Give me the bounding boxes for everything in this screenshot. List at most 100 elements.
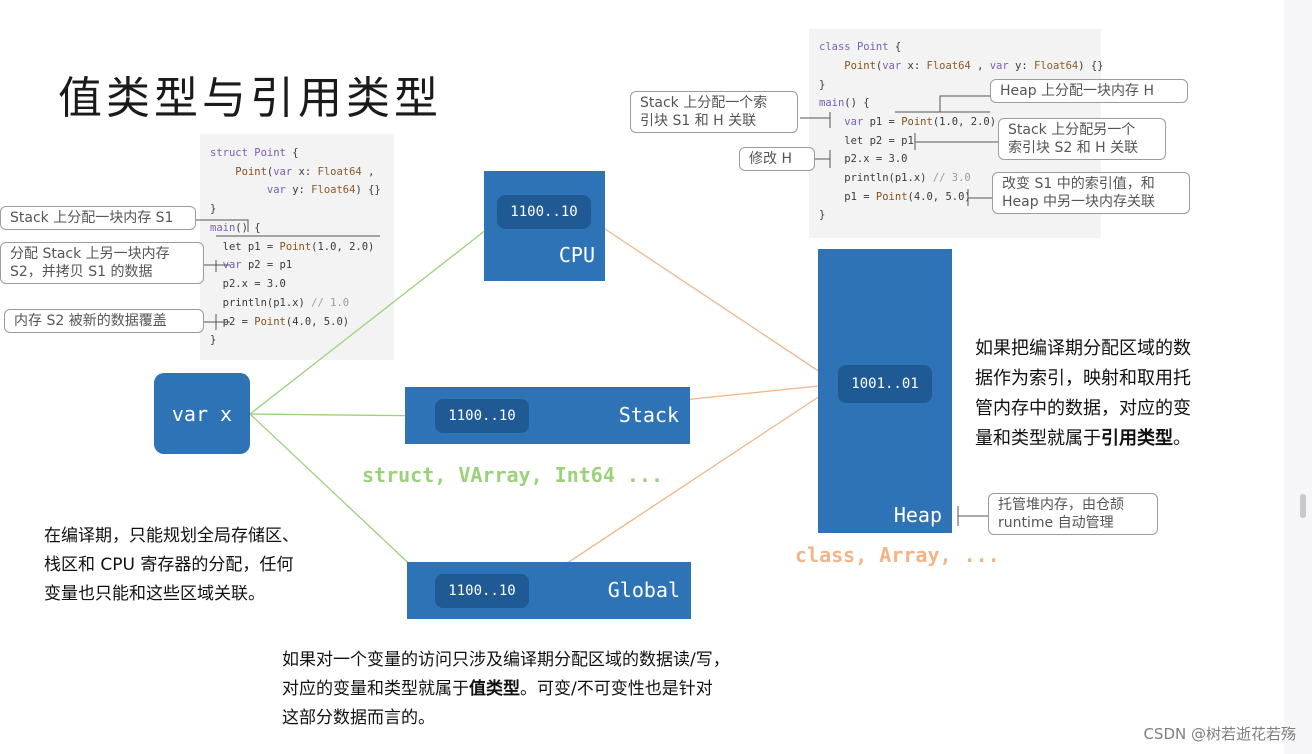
code-token: Point: [844, 60, 876, 72]
code-line: main() {: [819, 96, 870, 110]
code-token: y:: [1008, 60, 1034, 72]
note-text: 对应的变量和类型就属于: [282, 679, 469, 699]
code-token: }: [210, 203, 217, 215]
vertical-scrollbar[interactable]: [1284, 0, 1312, 754]
callout-modify-h: 修改 H: [739, 147, 815, 171]
callout-stack-s1: Stack 上分配一块内存 S1: [0, 206, 196, 230]
reference-type-term: 引用类型: [1101, 428, 1173, 449]
page-title: 值类型与引用类型: [58, 73, 442, 124]
code-line: let p2 = p1: [819, 134, 914, 148]
note-line: 在编译期，只能规划全局存储区、: [44, 526, 299, 546]
code-token: main: [210, 222, 236, 234]
code-token: p2 = p1: [241, 259, 293, 271]
stack-region: 1100..10 Stack: [405, 387, 690, 444]
global-region: 1100..10 Global: [407, 562, 691, 619]
note-line: 据作为索引，映射和取用托: [975, 368, 1191, 389]
callout-line: 引块 S1 和 H 关联: [640, 113, 757, 129]
code-token: p2.x = 3.0: [819, 153, 908, 165]
callout-managed-heap: 托管堆内存，由仓颉 runtime 自动管理: [988, 493, 1158, 535]
callout-line: Stack 上分配另一个: [1008, 122, 1136, 138]
code-line: main() {: [210, 221, 261, 235]
note-line: 如果把编译期分配区域的数: [975, 338, 1191, 359]
code-token: [819, 116, 844, 128]
watermark: CSDN @树若逝花若殇: [1143, 725, 1296, 743]
code-token: let p2 = p1: [819, 135, 914, 147]
code-line: var p1 = Point(1.0, 2.0): [819, 115, 996, 129]
stack-label: Stack: [618, 403, 679, 427]
code-line: println(p1.x) // 3.0: [819, 171, 971, 185]
code-line: class Point {: [819, 40, 901, 54]
code-token: var: [266, 184, 286, 196]
code-token: Point: [856, 41, 889, 53]
callout-line: runtime 自动管理: [998, 515, 1114, 531]
reference-type-note: 如果把编译期分配区域的数 据作为索引，映射和取用托 管内存中的数据，对应的变 量…: [975, 334, 1191, 454]
code-token: (: [875, 60, 883, 72]
callout-line: 改变 S1 中的索引值，和: [1002, 176, 1155, 192]
code-token: // 1.0: [311, 297, 350, 309]
callout-line: 分配 Stack 上另一块内存: [10, 246, 170, 262]
code-token: var: [989, 60, 1009, 72]
code-token: [210, 259, 223, 271]
heap-address: 1001..01: [838, 365, 932, 403]
callout-heap-h: Heap 上分配一块内存 H: [990, 79, 1188, 103]
code-token: var: [844, 116, 864, 128]
callout-stack-s1-ref: Stack 上分配一个索 引块 S1 和 H 关联: [630, 91, 798, 133]
cpu-label: CPU: [558, 243, 595, 267]
code-token: Point: [279, 241, 312, 253]
note-text: 量和类型就属于: [975, 428, 1101, 449]
code-token: }: [819, 79, 826, 91]
code-line: Point(var x: Float64 ,: [210, 165, 374, 179]
code-line: }: [819, 208, 825, 222]
code-token: class: [819, 41, 857, 53]
code-token: p1 =: [863, 116, 902, 128]
code-token: }: [210, 334, 217, 346]
callout-s2-overwrite: 内存 S2 被新的数据覆盖: [4, 309, 204, 333]
heap-label: Heap: [893, 503, 942, 527]
note-text: 。: [1173, 428, 1191, 449]
code-line: }: [210, 202, 216, 216]
reference-type-examples: class, Array, ...: [795, 543, 1000, 567]
code-line: var y: Float64) {}: [210, 183, 381, 197]
code-token: p1 =: [819, 191, 876, 203]
note-line: 栈区和 CPU 寄存器的分配，任何: [44, 555, 294, 575]
code-token: (1.0, 2.0): [932, 116, 997, 128]
value-type-term: 值类型: [469, 679, 520, 699]
cpu-address: 1100..10: [497, 195, 591, 229]
global-label: Global: [607, 578, 680, 602]
code-token: let p1 =: [210, 241, 280, 253]
code-token: () {: [235, 222, 261, 234]
callout-line: S2，并拷贝 S1 的数据: [10, 264, 153, 280]
code-token: // 3.0: [932, 172, 971, 184]
code-line: let p1 = Point(1.0, 2.0): [210, 240, 375, 254]
scrollbar-thumb[interactable]: [1300, 494, 1306, 518]
code-line: println(p1.x) // 1.0: [210, 296, 349, 310]
callout-s1-rebind: 改变 S1 中的索引值，和 Heap 中另一块内存关联: [992, 172, 1190, 214]
code-token: ,: [970, 60, 990, 72]
note-line: 管内存中的数据，对应的变: [975, 398, 1191, 419]
callout-line: Heap 中另一块内存关联: [1002, 194, 1156, 210]
code-token: (: [266, 166, 274, 178]
code-token: var: [222, 259, 242, 271]
code-line: Point(var x: Float64 , var y: Float64) {…: [819, 59, 1103, 73]
cpu-region: 1100..10 CPU: [484, 171, 605, 281]
code-token: Point: [235, 166, 267, 178]
callout-line: 托管堆内存，由仓颉: [998, 497, 1124, 513]
code-token: [210, 184, 267, 196]
callout-stack-s2-ref: Stack 上分配另一个 索引块 S2 和 H 关联: [998, 118, 1166, 160]
note-line: 量和类型就属于引用类型。: [975, 424, 1191, 454]
code-token: println(p1.x): [210, 297, 312, 309]
code-token: {: [888, 41, 902, 53]
code-token: Point: [254, 316, 286, 328]
code-line: var p2 = p1: [210, 258, 293, 272]
code-token: println(p1.x): [819, 172, 933, 184]
code-line: struct Point {: [210, 146, 299, 160]
stack-address: 1100..10: [435, 399, 529, 433]
code-token: Point: [254, 147, 286, 159]
callout-line: Stack 上分配一个索: [640, 95, 768, 111]
code-line: p2.x = 3.0: [819, 152, 908, 166]
code-token: (4.0, 5.0): [285, 316, 350, 328]
code-token: Float64: [926, 60, 971, 72]
code-token: p2 =: [210, 316, 255, 328]
note-line: 如果对一个变量的访问只涉及编译期分配区域的数据读/写，: [282, 650, 730, 670]
code-token: var: [273, 166, 293, 178]
